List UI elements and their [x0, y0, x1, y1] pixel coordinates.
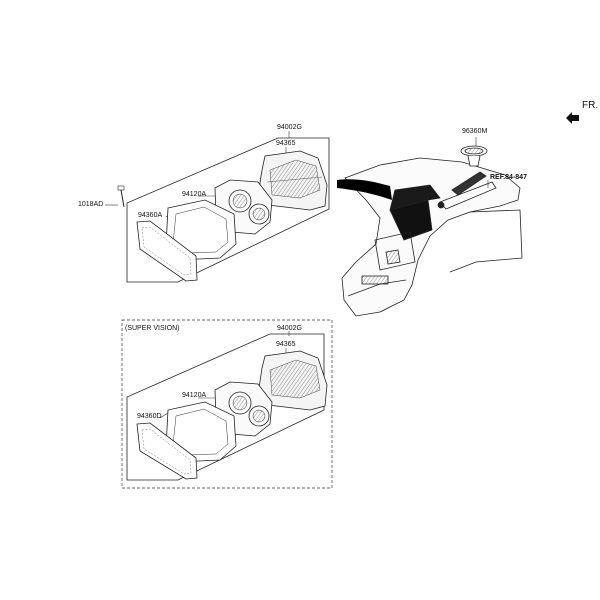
super-vision-box	[121, 319, 333, 489]
part-label-1018ad: 1018AD	[78, 201, 104, 208]
part-label-96360m: 96360M	[462, 128, 488, 135]
part-label-94365-bottom: 94365	[276, 341, 296, 348]
sensor-96360m-icon	[460, 145, 488, 167]
part-label-94002g-top: 94002G	[277, 124, 302, 131]
reference-arrow	[337, 179, 392, 200]
part-label-94120a-top: 94120A	[182, 191, 207, 198]
part-label-94365-top: 94365	[276, 140, 296, 147]
lower-glass-94360d	[136, 422, 198, 480]
lower-assembly-frame	[126, 333, 325, 481]
part-label-94360d-bottom: 94360D	[137, 413, 162, 420]
part-label-94002g-bottom: 94002G	[277, 325, 302, 332]
super-vision-label: (SUPER VISION)	[125, 325, 180, 332]
upper-back-cover-94365	[257, 150, 328, 211]
front-direction-arrow-icon	[566, 112, 579, 124]
upper-glass-lens	[136, 220, 198, 282]
part-label-94120a-bottom: 94120A	[182, 392, 207, 399]
ref-label: REF.84-847	[490, 174, 527, 181]
part-label-94360a-top: 94360A	[138, 212, 163, 219]
lower-back-cover-94365	[257, 350, 328, 411]
screw-1018ad-icon	[117, 185, 125, 208]
fr-label: FR.	[582, 100, 599, 111]
upper-assembly-frame	[126, 137, 330, 283]
